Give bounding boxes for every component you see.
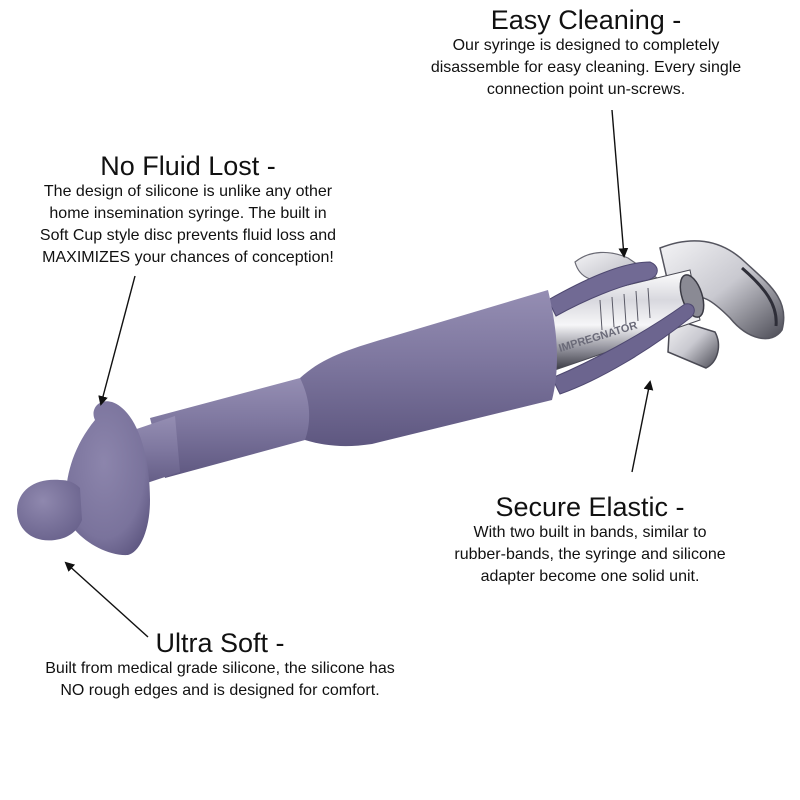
- syringe-plunger-flange: [659, 240, 785, 340]
- callout-line: With two built in bands, similar to: [473, 524, 707, 541]
- syringe-barrel: IMPREGNATOR: [544, 269, 705, 371]
- arrow-secure-elastic: [631, 380, 654, 473]
- rounded-tip: [17, 479, 82, 541]
- callout-line: rubber-bands, the syringe and silicone: [454, 546, 726, 563]
- arrow-no-fluid-lost: [98, 275, 136, 406]
- callout-title: Ultra Soft -: [155, 628, 285, 658]
- callout-line: home insemination syringe. The built in: [49, 205, 327, 222]
- callout-line: NO rough edges and is designed for comfo…: [60, 682, 380, 699]
- callout-title: Secure Elastic -: [495, 492, 685, 522]
- callout-ultra-soft: Ultra Soft - Built from medical grade si…: [10, 628, 430, 702]
- callout-easy-cleaning: Easy Cleaning - Our syringe is designed …: [398, 5, 774, 101]
- callout-line: MAXIMIZES your chances of conception!: [42, 249, 334, 266]
- soft-cup-disc: [66, 401, 150, 556]
- callout-title: No Fluid Lost -: [100, 151, 276, 181]
- callout-line: connection point un-screws.: [486, 81, 686, 98]
- callout-title: Easy Cleaning -: [490, 5, 682, 35]
- callout-line: disassemble for easy cleaning. Every sin…: [430, 59, 742, 76]
- callout-secure-elastic: Secure Elastic - With two built in bands…: [440, 492, 740, 588]
- arrow-easy-cleaning: [611, 109, 629, 258]
- callout-line: Built from medical grade silicone, the s…: [45, 660, 395, 677]
- callout-line: Our syringe is designed to completely: [452, 37, 720, 54]
- callout-line: The design of silicone is unlike any oth…: [43, 183, 333, 200]
- arrow-ultra-soft: [64, 561, 149, 638]
- callout-line: Soft Cup style disc prevents fluid loss …: [39, 227, 337, 244]
- callout-line: adapter become one solid unit.: [480, 568, 700, 585]
- silicone-adapter: [110, 261, 695, 492]
- callout-no-fluid-lost: No Fluid Lost - The design of silicone i…: [10, 151, 366, 269]
